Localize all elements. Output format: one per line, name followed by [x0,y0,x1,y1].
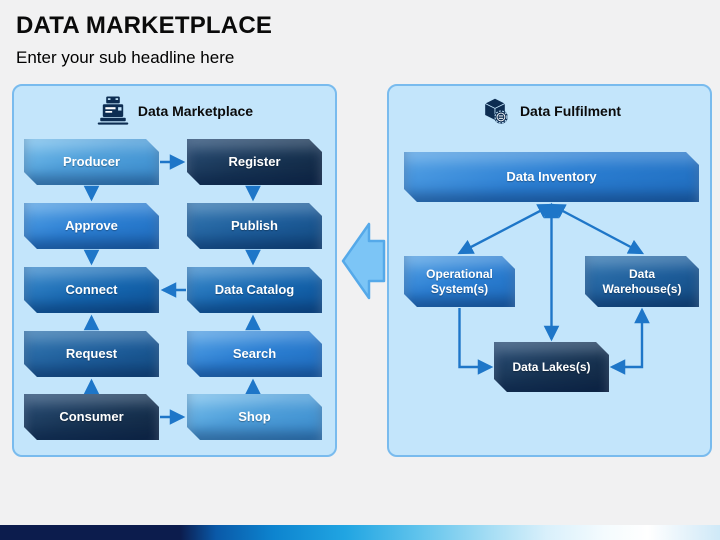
data-marketplace-panel: Data Marketplace P [12,84,337,457]
flow-box-data-inventory: Data Inventory [404,152,699,202]
flow-box-connect: Connect [24,267,159,313]
data-marketplace-header: Data Marketplace [14,92,335,130]
page-title: DATA MARKETPLACE [16,12,273,39]
arrow-inventory-operational [457,203,554,255]
package-gear-icon [478,96,512,126]
arrow-inventory-warehouse [549,203,645,255]
flow-box-producer: Producer [24,139,159,185]
flow-box-request: Request [24,331,159,377]
cash-register-icon [96,96,130,126]
flow-box-data-warehouses: Data Warehouse(s) [585,256,699,307]
flow-box-data-lakes: Data Lakes(s) [494,342,609,392]
flow-box-search: Search [187,331,322,377]
flow-box-data-catalog: Data Catalog [187,267,322,313]
flow-box-approve: Approve [24,203,159,249]
data-fulfilment-panel: Data Fulfilment Data Inventory Operation… [387,84,712,457]
flow-box-consumer: Consumer [24,394,159,440]
data-marketplace-title: Data Marketplace [137,103,254,119]
data-fulfilment-title: Data Fulfilment [519,103,622,119]
left-block-arrow [341,222,386,300]
flow-box-operational-systems: Operational System(s) [404,256,515,307]
data-fulfilment-header: Data Fulfilment [389,92,710,130]
flow-box-shop: Shop [187,394,322,440]
flow-box-publish: Publish [187,203,322,249]
bottom-accent-bar [0,525,720,540]
flow-box-register: Register [187,139,322,185]
arrow-lakes-warehouse [609,307,650,375]
page-subtitle: Enter your sub headline here [16,48,235,67]
arrow-operational-lakes [458,308,494,375]
